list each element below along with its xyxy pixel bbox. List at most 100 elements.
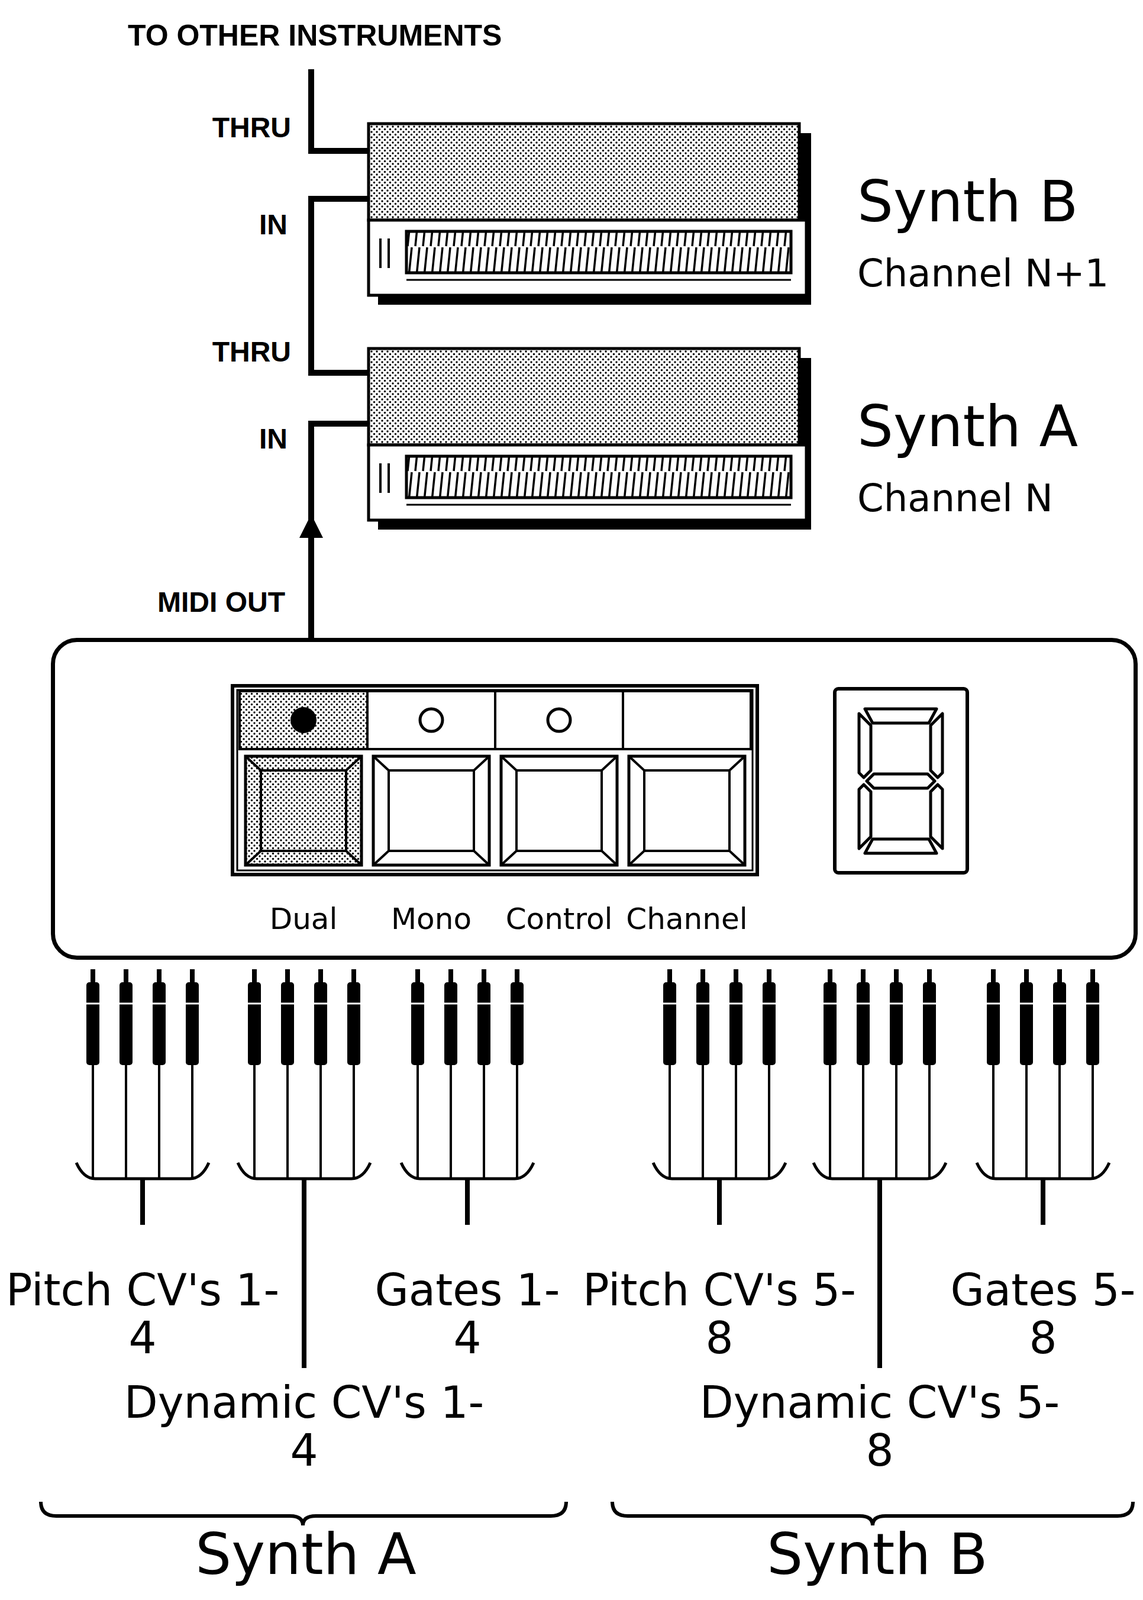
drawing-part	[622, 691, 751, 749]
drawing-part	[119, 969, 133, 1178]
plug-group	[653, 969, 786, 1225]
drawing-part	[859, 784, 871, 849]
button-panel	[232, 685, 758, 875]
channel-button	[622, 691, 751, 865]
cable-line	[311, 198, 368, 373]
signal-label: Gates 1-4	[361, 1266, 574, 1363]
arrow-head	[299, 514, 324, 538]
group-label: Synth B	[766, 1523, 988, 1587]
drawing-part	[510, 969, 524, 1178]
drawing-part	[628, 756, 745, 865]
drawing-part	[813, 1162, 946, 1179]
drawing-part	[477, 969, 491, 1178]
synth-label: Channel N	[857, 477, 1054, 519]
drawing-part	[859, 713, 871, 778]
drawing-part	[644, 770, 730, 851]
drawing-part	[653, 1162, 786, 1179]
drawing-part	[140, 1178, 145, 1225]
drawing-part	[877, 1178, 883, 1368]
drawing-part	[239, 691, 368, 749]
plug-group	[401, 969, 534, 1225]
drawing-part	[1086, 969, 1100, 1178]
thru-wire	[311, 69, 368, 151]
drawing-part	[1053, 969, 1067, 1178]
synth-a-illustration	[368, 348, 812, 530]
drawing-part	[986, 969, 1000, 1178]
drawing-part	[501, 756, 618, 865]
signal-label: Pitch CV's 5-8	[569, 1266, 870, 1363]
drawing-part	[930, 713, 943, 778]
drawing-part	[864, 838, 937, 854]
midi-controller: Dual Mono Control Channel	[50, 637, 1138, 960]
drawing-part	[420, 708, 443, 732]
drawing-part	[411, 969, 425, 1178]
synth-label: Synth B	[857, 170, 1078, 234]
drawing-part	[232, 685, 758, 875]
port-label: THRU	[212, 112, 292, 144]
plug-group	[976, 969, 1110, 1225]
drawing-part	[247, 969, 261, 1178]
drawing-part	[245, 756, 362, 865]
drawing-part	[922, 969, 936, 1178]
drawing-part	[152, 969, 166, 1178]
mono-button	[367, 691, 496, 865]
drawing-part	[696, 969, 710, 1178]
button-label: Control	[505, 902, 613, 936]
drawing-part	[823, 969, 837, 1178]
drawing-part	[185, 969, 199, 1178]
drawing-part	[465, 1178, 470, 1225]
synth-unit: Synth AChannel N	[367, 347, 812, 526]
drawing-part	[86, 969, 100, 1178]
group-bracket	[40, 1501, 567, 1526]
drawing-part	[76, 1162, 209, 1179]
drawing-part	[1040, 1178, 1046, 1225]
drawing-part	[930, 784, 943, 849]
drawing-part	[834, 688, 968, 873]
button-label: Dual	[269, 902, 338, 936]
drawing-part	[717, 1178, 722, 1225]
control-button	[495, 691, 623, 865]
synth-label: Channel N+1	[857, 252, 1109, 295]
drawing-part	[237, 1162, 371, 1179]
port-label: IN	[259, 423, 288, 455]
synth-b-illustration	[368, 123, 812, 305]
drawing-part	[1019, 969, 1033, 1178]
signal-label: Gates 5-8	[937, 1266, 1143, 1363]
drawing-part	[501, 756, 618, 865]
drawing-part	[663, 969, 677, 1178]
drawing-part	[373, 756, 490, 865]
drawing-part	[237, 689, 753, 871]
port-label: IN	[259, 209, 288, 241]
drawing-part	[373, 756, 490, 865]
synth-unit: Synth BChannel N+1	[367, 122, 812, 302]
seven-segment-display	[834, 688, 968, 873]
drawing-part	[444, 969, 458, 1178]
midi-cable	[299, 423, 368, 638]
port-label: THRU	[212, 336, 292, 368]
drawing-part	[762, 969, 776, 1178]
drawing-part	[367, 691, 496, 749]
plug-group	[76, 969, 209, 1225]
synth-label: Synth A	[857, 395, 1078, 459]
drawing-part	[245, 756, 362, 865]
drawing-part	[347, 969, 361, 1178]
drawing-part	[314, 969, 328, 1178]
group-label: Synth A	[195, 1523, 416, 1587]
button-label: Channel	[625, 902, 748, 936]
signal-label: Pitch CV's 1-4	[0, 1266, 293, 1363]
drawing-part	[864, 708, 937, 723]
drawing-part	[281, 969, 295, 1178]
drawing-part	[628, 756, 745, 865]
drawing-part	[388, 770, 474, 851]
drawing-part	[976, 1162, 1110, 1179]
destination-label: TO OTHER INSTRUMENTS	[127, 19, 502, 53]
button-label: Mono	[391, 902, 472, 936]
group-bracket	[612, 1501, 1133, 1526]
signal-label: Dynamic CV's 1-4	[110, 1378, 497, 1475]
dual-button	[239, 691, 368, 865]
drawing-part	[859, 708, 943, 854]
cable-label: MIDI OUT	[157, 586, 286, 619]
